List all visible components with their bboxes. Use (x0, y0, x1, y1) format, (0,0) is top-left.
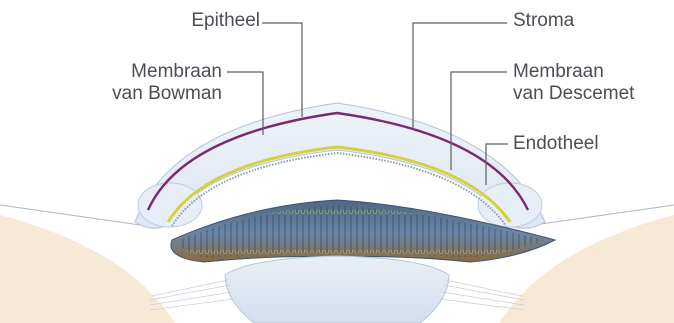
label-epitheel-text: Epitheel (170, 10, 260, 32)
label-bowman: Membraan van Bowman (60, 61, 222, 105)
right-tissue (499, 215, 674, 323)
label-bowman-line1: Membraan (60, 61, 222, 83)
label-descemet-line2: van Descemet (513, 83, 634, 105)
left-tissue (0, 215, 175, 323)
label-endotheel: Endotheel (513, 133, 599, 155)
label-descemet-line1: Membraan (513, 61, 634, 83)
label-endotheel-text: Endotheel (513, 133, 599, 155)
label-descemet: Membraan van Descemet (513, 61, 634, 105)
zonular-fibers-right (440, 280, 524, 310)
leader-stroma (413, 23, 507, 130)
label-stroma-text: Stroma (513, 10, 574, 32)
label-epitheel: Epitheel (170, 10, 260, 32)
zonular-fibers-left (150, 280, 234, 310)
leader-epitheel (262, 23, 302, 117)
label-bowman-line2: van Bowman (60, 83, 222, 105)
label-stroma: Stroma (513, 10, 574, 32)
lens (225, 256, 449, 323)
